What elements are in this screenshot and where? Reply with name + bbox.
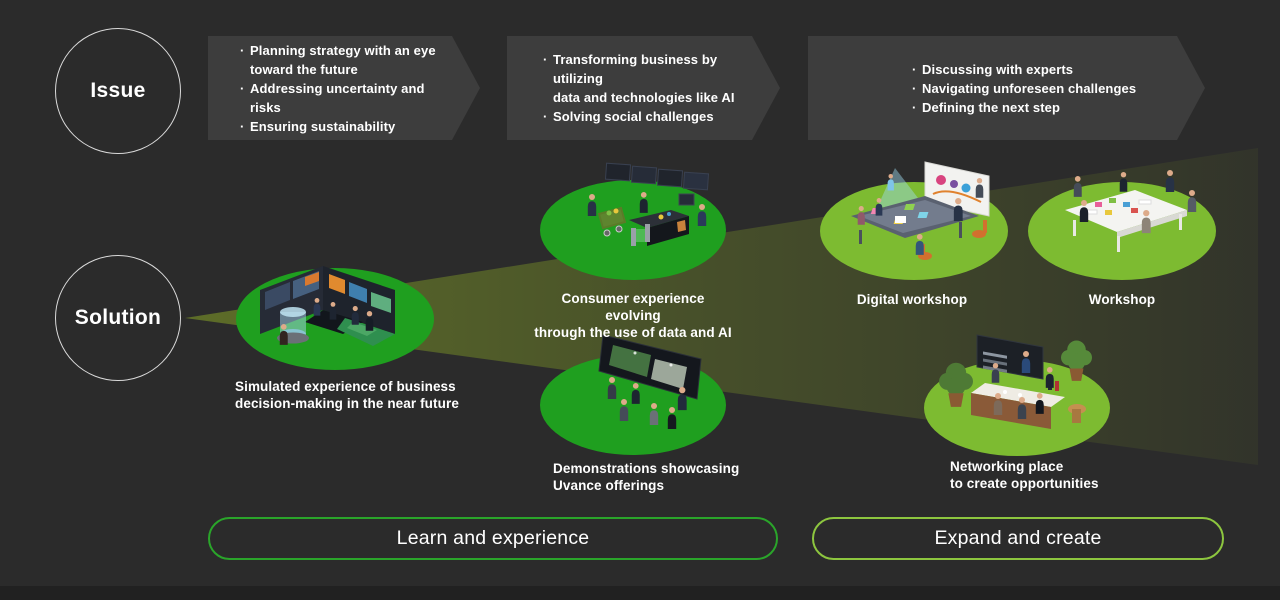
expand-button-label: Expand and create: [934, 527, 1102, 549]
screen-wall-left: [260, 266, 323, 334]
issue-arrow-box-3: · Discussing with experts · Navigating u…: [808, 36, 1205, 140]
workshop-table: [1065, 190, 1187, 252]
issue-label: Issue: [90, 79, 146, 102]
bullet-icon: ·: [240, 118, 245, 134]
projection-cone: [877, 168, 921, 208]
smart-gate: [631, 224, 650, 246]
bullet-icon: ·: [912, 61, 917, 77]
caption-simulated-experience: Simulated experience of business decisio…: [235, 379, 459, 411]
caption-networking: Networking place to create opportunities: [950, 459, 1099, 491]
person-figure: [329, 302, 337, 320]
bullet-item: · Planning strategy with an eye toward t…: [240, 42, 436, 77]
floor-map-panel: [305, 310, 395, 346]
illustration-demonstrations: [598, 334, 702, 429]
person-figure: [915, 234, 924, 255]
illustration-simulated-experience: [260, 266, 395, 346]
caption-workshop: Workshop: [1088, 292, 1156, 307]
illustration-consumer-experience: [587, 162, 710, 246]
person-figure: [697, 204, 707, 226]
issue-circle: Issue: [55, 28, 181, 154]
person-figure: [857, 206, 865, 225]
learn-and-experience-button[interactable]: Learn and experience: [208, 517, 778, 560]
checkout-counter: [629, 193, 695, 246]
person-figure: [1045, 367, 1054, 388]
person-figure: [607, 377, 617, 399]
bullet-item: · Defining the next step: [912, 99, 1060, 115]
bullet-icon: ·: [912, 80, 917, 96]
person-figure: [1141, 210, 1151, 234]
illustration-digital-workshop: [851, 161, 990, 260]
person-figure: [1073, 176, 1082, 197]
monitor-row: [604, 162, 710, 191]
learn-button-label: Learn and experience: [396, 527, 590, 549]
caption-digital-workshop: Digital workshop: [856, 292, 968, 307]
person-figure: [1165, 170, 1175, 192]
bullet-icon: ·: [912, 99, 917, 115]
bullet-icon: ·: [240, 42, 245, 58]
bullet-icon: ·: [240, 80, 245, 96]
bottom-edge-strip: [0, 586, 1280, 600]
person-figure: [313, 298, 321, 316]
wall-screen: [976, 334, 1044, 380]
bullet-item: · Addressing uncertainty and risks: [240, 80, 425, 115]
solution-label: Solution: [74, 306, 162, 329]
person-figure: [587, 194, 597, 216]
person-figure: [639, 192, 648, 213]
person-figure: [975, 178, 984, 198]
bullet-item: · Transforming business by utilizing dat…: [543, 52, 735, 105]
person-figure: [1021, 351, 1031, 373]
person-figure: [351, 306, 359, 325]
person-figure: [677, 387, 687, 411]
person-figure: [1119, 172, 1128, 192]
person-figure: [1187, 190, 1197, 212]
person-figure: [993, 393, 1003, 415]
expand-and-create-button[interactable]: Expand and create: [812, 517, 1224, 560]
shopping-cart: [597, 206, 627, 237]
plant: [939, 362, 973, 407]
bullet-item: · Solving social challenges: [543, 109, 714, 124]
large-display: [598, 334, 702, 400]
person-figure: [365, 311, 374, 331]
person-figure: [953, 198, 963, 222]
caption-demonstrations: Demonstrations showcasing Uvance offerin…: [553, 461, 740, 493]
issue-arrow-box-1: · Planning strategy with an eye toward t…: [208, 36, 480, 140]
issue-arrow-box-2: · Transforming business by utilizing dat…: [507, 36, 780, 140]
solution-circle: Solution: [55, 255, 181, 381]
person-figure: [1079, 200, 1089, 222]
person-figure: [875, 198, 883, 216]
person-figure: [631, 383, 640, 404]
bullet-item: · Navigating unforeseen challenges: [912, 80, 1137, 96]
bullet-item: · Discussing with experts: [912, 61, 1074, 77]
bullet-icon: ·: [543, 52, 548, 67]
person-figure: [1035, 393, 1044, 414]
person-figure: [619, 399, 629, 421]
illustration-workshop: [1065, 170, 1197, 252]
person-figure: [667, 407, 677, 429]
illustration-networking: [939, 334, 1092, 429]
caption-consumer-experience: Consumer experience evolving through the…: [534, 291, 732, 340]
plant: [1061, 340, 1092, 381]
person-figure: [649, 403, 659, 425]
bullet-item: · Ensuring sustainability: [240, 118, 396, 134]
bullet-icon: ·: [543, 109, 548, 124]
stool: [1068, 404, 1086, 423]
person-figure: [1017, 397, 1027, 419]
screen-wall-right: [323, 266, 395, 334]
digital-table: [851, 196, 979, 244]
person-figure: [991, 363, 1000, 383]
person-figure: [279, 324, 288, 345]
